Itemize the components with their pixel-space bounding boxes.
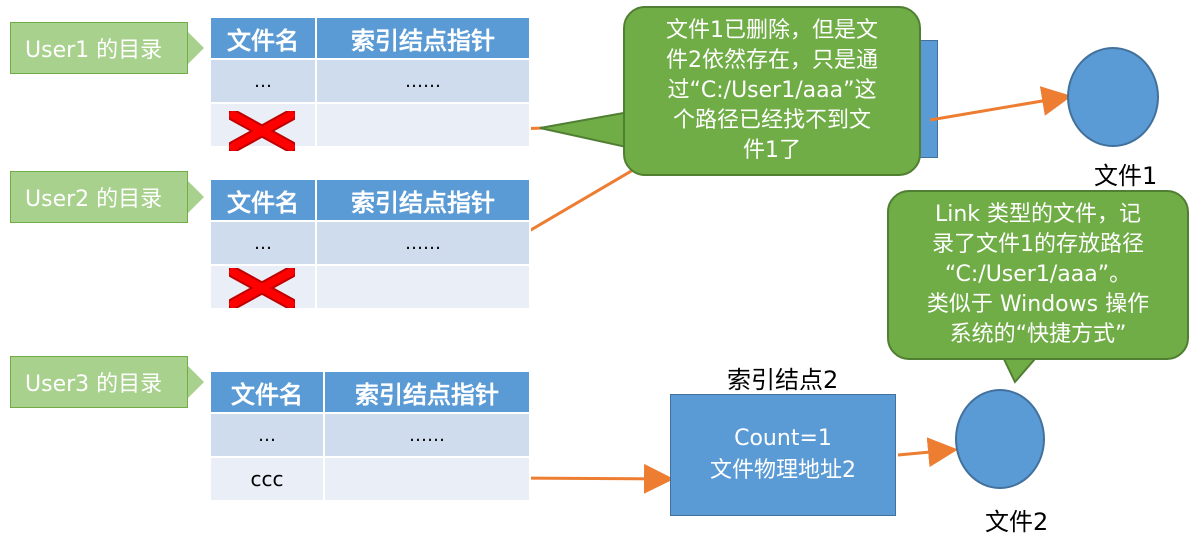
callout-line: 过“C:/User1/aaa”这 [667,78,877,103]
arrow-index2-to-file2 [897,437,958,468]
user1-dir-table: 文件名 索引结点指针 … …… [209,16,531,148]
user3-tag-pointer [188,366,204,398]
user2-tag-pointer [188,181,204,213]
link-callout: Link 类型的文件，记 录了文件1的存放路径 “C:/User1/aaa”。 … [887,190,1189,360]
index-node-2: Count=1 文件物理地址2 [670,394,896,516]
cell: …… [323,412,531,458]
cell [209,102,317,148]
arrow-ccc-to-index2 [502,463,674,494]
file1-circle [1067,47,1159,147]
cell [315,264,531,310]
cell: … [209,220,317,266]
user1-dir-label: User1 的目录 [25,38,163,63]
col-filename: 文件名 [209,178,317,222]
index-node-2-title: 索引结点2 [727,366,839,394]
callout-line: Link 类型的文件，记 [934,202,1142,227]
file2-label: 文件2 [985,508,1049,536]
user3-dir-table: 文件名 索引结点指针 … …… ccc [209,370,531,502]
col-filename: 文件名 [209,16,317,60]
deleted-cross-icon [229,111,295,151]
deleted-cross-icon [229,268,295,308]
index-node-2-count: Count=1 [734,426,832,451]
cell: … [209,412,325,458]
user3-dir-label: User3 的目录 [25,372,163,397]
file2-circle [955,389,1045,489]
callout-line: 类似于 Windows 操作 [926,292,1150,317]
index-node-2-address: 文件物理地址2 [710,458,856,483]
cell: …… [315,220,531,266]
deleted-callout: 文件1已删除，但是文 件2依然存在，只是通 过“C:/User1/aaa”这 个… [623,6,921,176]
callout-line: 件1了 [743,138,801,163]
cell: … [209,58,317,104]
col-index-pointer: 索引结点指针 [323,370,531,414]
arrow-index1-to-file1 [929,86,1072,122]
cell [323,456,531,502]
user1-dir-tag: User1 的目录 [10,22,188,74]
col-index-pointer: 索引结点指针 [315,178,531,222]
file1-label: 文件1 [1094,162,1158,190]
user3-dir-tag: User3 的目录 [10,356,188,408]
col-index-pointer: 索引结点指针 [315,16,531,60]
user1-tag-pointer [188,32,204,64]
cell: ccc [209,456,325,502]
cell [315,102,531,148]
user2-dir-label: User2 的目录 [25,187,163,212]
callout-line: 系统的“快捷方式” [949,322,1127,347]
callout-line: 件2依然存在，只是通 [666,48,878,73]
callout-line: 文件1已删除，但是文 [666,18,878,43]
cell: …… [315,58,531,104]
col-filename: 文件名 [209,370,325,414]
user2-dir-table: 文件名 索引结点指针 … …… [209,178,531,310]
callout-line: 个路径已经找不到文 [672,108,871,133]
callout-line: “C:/User1/aaa”。 [944,262,1132,287]
callout-line: 录了文件1的存放路径 [931,232,1144,257]
user2-dir-tag: User2 的目录 [10,171,188,223]
